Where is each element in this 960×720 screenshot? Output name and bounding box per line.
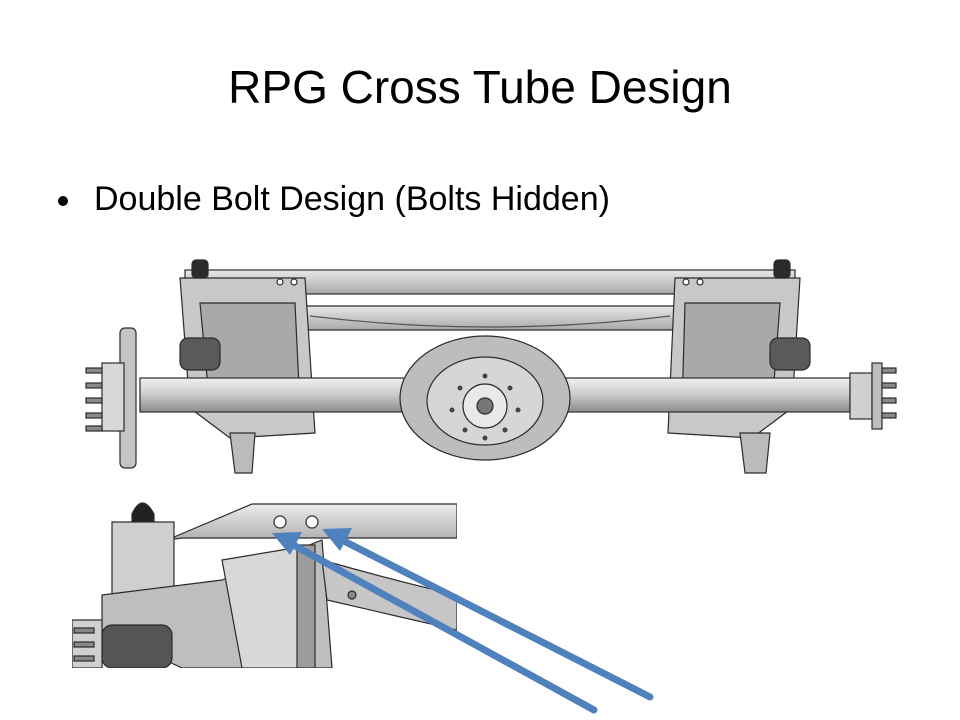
bolt-hole-icon bbox=[305, 515, 319, 529]
detail-image bbox=[72, 500, 457, 668]
slide-title: RPG Cross Tube Design bbox=[228, 61, 732, 113]
right-hub bbox=[849, 372, 873, 420]
bullet-item: Double Bolt Design (Bolts Hidden) bbox=[58, 180, 610, 219]
bullet-text: Double Bolt Design (Bolts Hidden) bbox=[94, 180, 610, 218]
axle-assembly-image bbox=[85, 259, 897, 474]
bolt-hole-icon bbox=[273, 515, 287, 529]
bullet-dot-icon bbox=[58, 195, 68, 206]
